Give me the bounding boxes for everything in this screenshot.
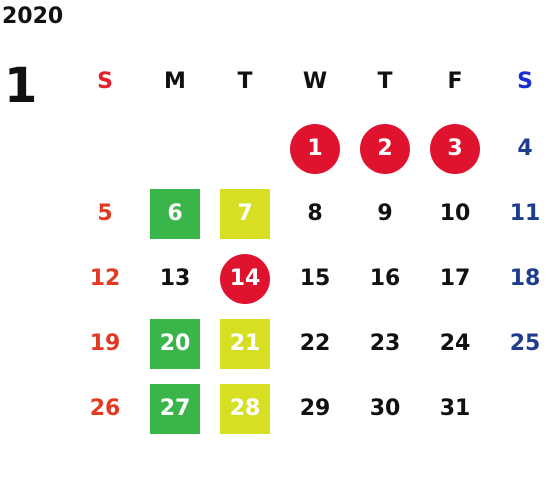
day-cell[interactable]: 7	[210, 181, 280, 246]
day-number: 2	[377, 136, 393, 161]
day-cell[interactable]: 8	[280, 181, 350, 246]
day-cell[interactable]: 1	[280, 116, 350, 181]
day-cell[interactable]: 31	[420, 376, 490, 441]
yellow-square-marker	[220, 189, 270, 239]
day-cell[interactable]: 10	[420, 181, 490, 246]
weekday-header: T	[377, 68, 393, 94]
day-cell[interactable]: 2	[350, 116, 420, 181]
day-cell[interactable]: 5	[70, 181, 140, 246]
holiday-circle-marker	[360, 124, 410, 174]
day-cell[interactable]: 29	[280, 376, 350, 441]
weekday-header: F	[447, 68, 463, 94]
day-cell[interactable]: 17	[420, 246, 490, 311]
day-cell[interactable]: 6	[140, 181, 210, 246]
day-cell[interactable]: 20	[140, 311, 210, 376]
day-number: 20	[159, 331, 191, 356]
day-number: 5	[97, 201, 113, 226]
day-number: 24	[439, 331, 471, 356]
day-number: 10	[439, 201, 471, 226]
weekday-header: M	[164, 68, 186, 94]
day-number: 21	[229, 331, 261, 356]
empty-day-cell	[140, 116, 210, 181]
empty-day-cell	[210, 116, 280, 181]
day-number: 13	[159, 266, 191, 291]
day-cell[interactable]: 21	[210, 311, 280, 376]
day-cell[interactable]: 4	[490, 116, 548, 181]
day-cell[interactable]: 18	[490, 246, 548, 311]
day-number: 1	[307, 136, 323, 161]
green-square-marker	[150, 384, 200, 434]
day-number: 25	[509, 331, 541, 356]
day-number: 6	[167, 201, 183, 226]
day-number: 26	[89, 396, 121, 421]
day-cell[interactable]: 22	[280, 311, 350, 376]
day-cell[interactable]: 14	[210, 246, 280, 311]
day-number: 19	[89, 331, 121, 356]
day-number: 18	[509, 266, 541, 291]
year-label: 2020	[2, 4, 64, 29]
day-cell[interactable]: 23	[350, 311, 420, 376]
day-number: 15	[299, 266, 331, 291]
day-cell[interactable]: 11	[490, 181, 548, 246]
green-square-marker	[150, 189, 200, 239]
day-cell[interactable]: 19	[70, 311, 140, 376]
day-cell[interactable]: 13	[140, 246, 210, 311]
day-number: 16	[369, 266, 401, 291]
day-number: 31	[439, 396, 471, 421]
empty-day-cell	[70, 116, 140, 181]
day-number: 3	[447, 136, 463, 161]
day-number: 23	[369, 331, 401, 356]
day-cell[interactable]: 16	[350, 246, 420, 311]
day-number: 27	[159, 396, 191, 421]
day-cell[interactable]: 28	[210, 376, 280, 441]
day-number: 17	[439, 266, 471, 291]
weekday-header: T	[237, 68, 253, 94]
yellow-square-marker	[220, 319, 270, 369]
day-cell[interactable]: 30	[350, 376, 420, 441]
month-number: 1	[4, 58, 38, 114]
holiday-circle-marker	[430, 124, 480, 174]
day-number: 14	[229, 266, 261, 291]
holiday-circle-marker	[220, 254, 270, 304]
day-number: 29	[299, 396, 331, 421]
day-cell[interactable]: 27	[140, 376, 210, 441]
day-number: 7	[237, 201, 253, 226]
day-number: 8	[307, 201, 323, 226]
day-number: 4	[517, 136, 533, 161]
day-number: 28	[229, 396, 261, 421]
day-cell[interactable]: 24	[420, 311, 490, 376]
day-number: 9	[377, 201, 393, 226]
weekday-header: S	[517, 68, 533, 94]
day-cell[interactable]: 12	[70, 246, 140, 311]
green-square-marker	[150, 319, 200, 369]
day-cell[interactable]: 15	[280, 246, 350, 311]
weekday-header: S	[97, 68, 113, 94]
day-number: 30	[369, 396, 401, 421]
day-cell[interactable]: 25	[490, 311, 548, 376]
day-cell[interactable]: 9	[350, 181, 420, 246]
day-number: 12	[89, 266, 121, 291]
day-number: 11	[509, 201, 541, 226]
day-number: 22	[299, 331, 331, 356]
weekday-header: W	[302, 68, 328, 94]
day-cell[interactable]: 3	[420, 116, 490, 181]
day-cell[interactable]: 26	[70, 376, 140, 441]
empty-day-cell	[490, 376, 548, 441]
yellow-square-marker	[220, 384, 270, 434]
holiday-circle-marker	[290, 124, 340, 174]
